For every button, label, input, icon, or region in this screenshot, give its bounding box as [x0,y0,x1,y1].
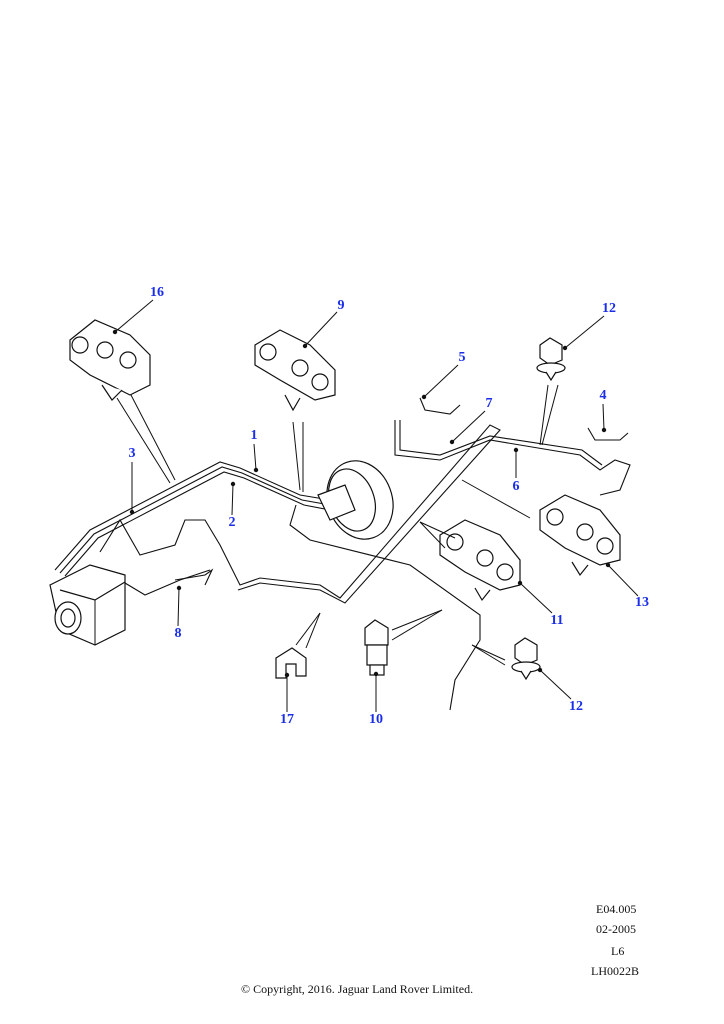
clip-13 [539,494,621,577]
callout-1[interactable]: 1 [250,428,258,443]
callout-2[interactable]: 2 [228,515,236,530]
clip-17 [275,647,307,679]
brake-pipes [54,397,631,711]
callout-17[interactable]: 17 [280,712,294,727]
illustration-id: LH0022B [591,964,639,978]
callout-13[interactable]: 13 [635,595,649,610]
clip-10 [364,619,389,676]
model-code: L6 [611,944,625,958]
callout-6[interactable]: 6 [512,479,520,494]
clip-16 [69,319,151,401]
callout-12-lower[interactable]: 12 [569,699,583,714]
abs-modulator-unit [49,564,126,646]
callout-3[interactable]: 3 [128,446,136,461]
callout-9[interactable]: 9 [337,298,345,313]
callout-16[interactable]: 16 [150,285,164,300]
clip-12-lower [511,637,541,681]
section-code: E04.005 [596,902,637,916]
clip-9 [254,329,336,412]
callout-8[interactable]: 8 [174,626,182,641]
callout-7[interactable]: 7 [485,396,493,411]
callout-5[interactable]: 5 [458,350,466,365]
leader-dots [112,329,611,678]
callout-4[interactable]: 4 [599,388,607,403]
leader-lines [114,299,639,712]
callout-11[interactable]: 11 [550,613,564,628]
clip-12-upper [536,337,566,382]
date-code: 02-2005 [596,922,636,936]
clip-11 [439,519,521,602]
callout-12-upper[interactable]: 12 [602,301,616,316]
brake-booster [317,460,394,540]
copyright: © Copyright, 2016. Jaguar Land Rover Lim… [241,982,474,996]
callout-10[interactable]: 10 [369,712,383,727]
